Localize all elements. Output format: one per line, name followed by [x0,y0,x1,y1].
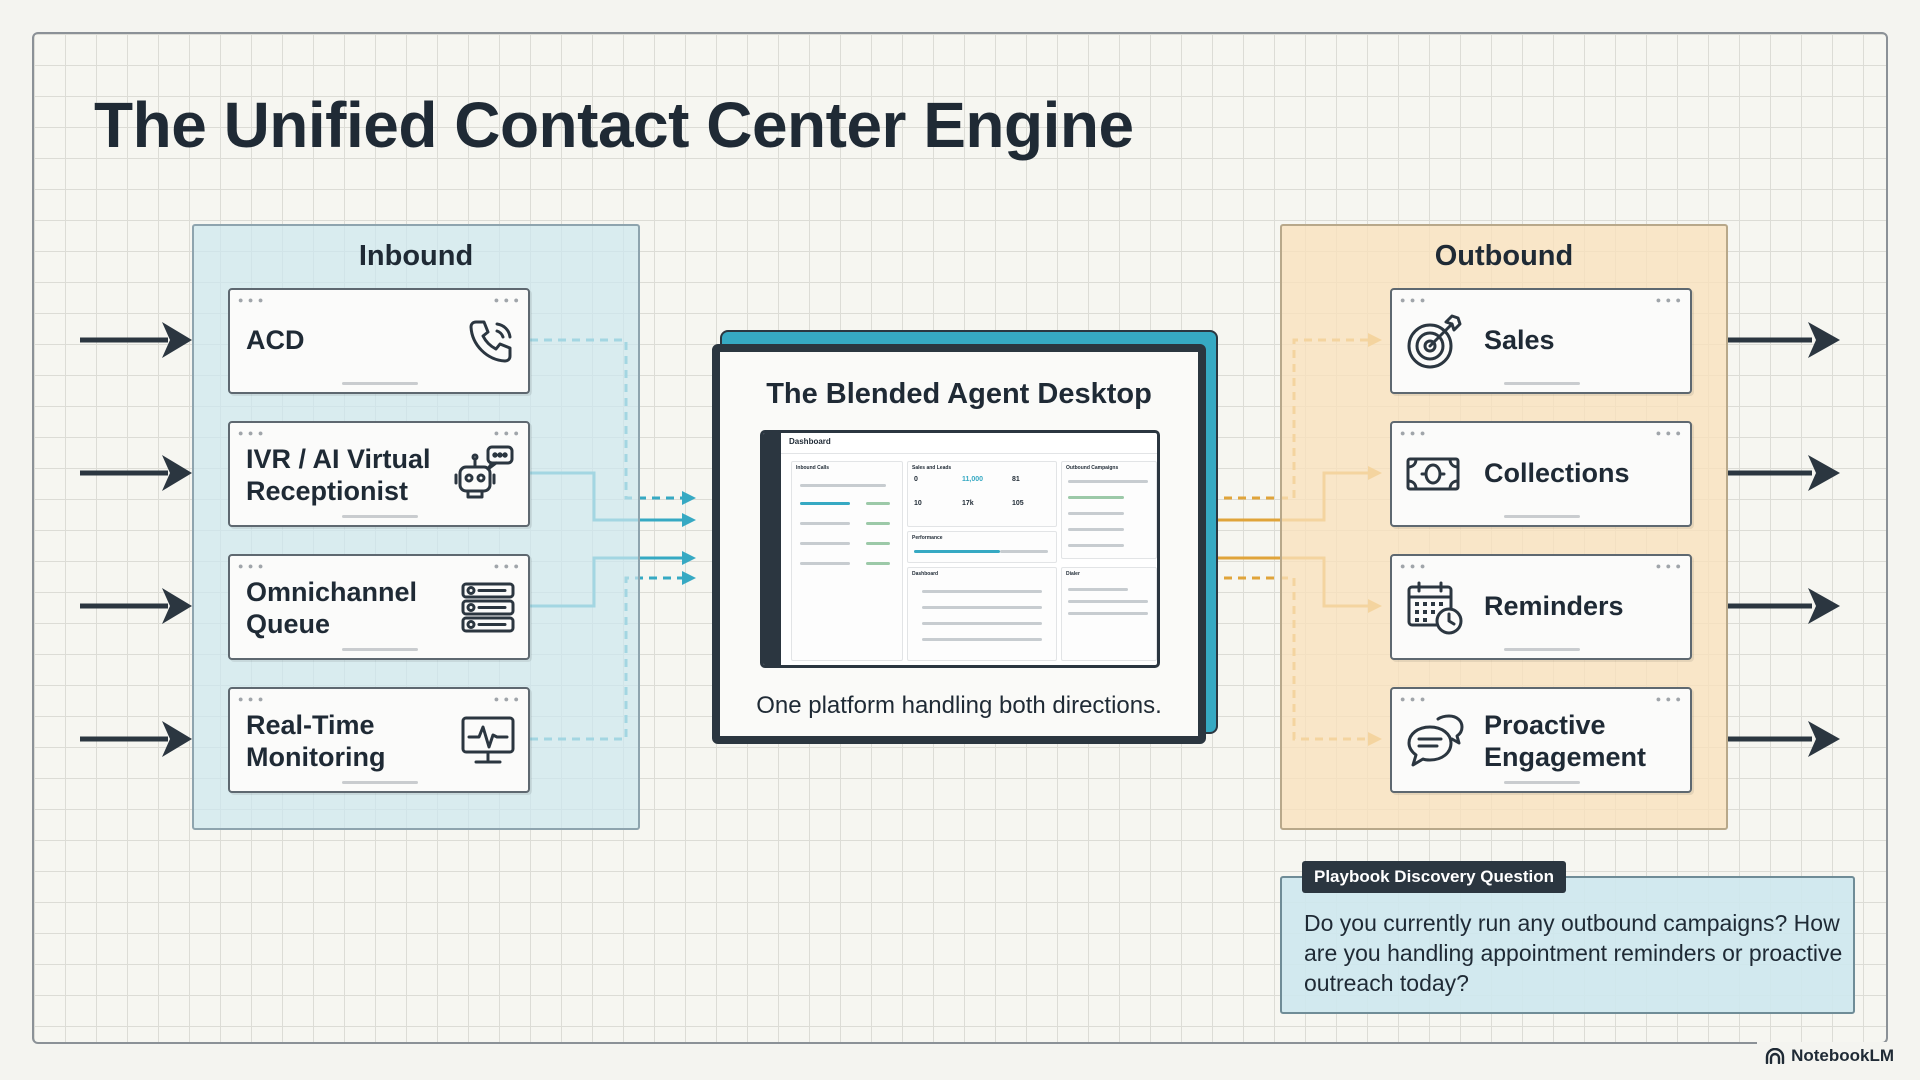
card-acd[interactable]: ● ● ●● ● ● ACD [228,288,530,394]
discovery-question-box: Do you currently run any outbound campai… [1280,876,1855,1014]
card-ivr[interactable]: ● ● ●● ● ● IVR / AI Virtual Receptionist [228,421,530,527]
mock-panel: Outbound Campaigns [1061,461,1157,559]
phone-icon [466,316,518,368]
page-title: The Unified Contact Center Engine [94,89,1134,161]
chat-bubbles-icon [1406,713,1464,771]
robot-chat-icon [454,443,516,505]
incoming-arrowheads [162,322,192,757]
discovery-question-text: Do you currently run any outbound campai… [1304,910,1843,996]
monitor-pulse-icon [460,715,516,767]
notebooklm-badge: NotebookLM [1757,1042,1902,1070]
mock-panel: Dialer [1061,567,1157,661]
card-label: Omnichannel Queue [246,577,418,639]
mock-topbar [781,433,1157,454]
outgoing-arrowheads [1808,322,1840,757]
card-omnichannel[interactable]: ● ● ●● ● ● Omnichannel Queue [228,554,530,660]
mock-panel: Inbound Calls [791,461,903,661]
card-label: Proactive Engagement [1484,710,1647,772]
outbound-title: Outbound [1434,240,1574,272]
outgoing-arrows [1728,337,1812,742]
card-label: ACD [246,325,305,355]
mock-panel: Performance [907,531,1057,563]
money-icon [1406,455,1462,495]
card-collections[interactable]: ● ● ●● ● ● Collections [1390,421,1692,527]
target-icon [1406,314,1462,370]
queue-list-icon [460,580,516,636]
incoming-arrows [80,337,168,742]
discovery-question-tag: Playbook Discovery Question [1302,861,1566,893]
card-label: Sales [1484,325,1555,355]
blended-agent-desktop: The Blended Agent Desktop Dashboard Inbo… [712,344,1206,744]
dashboard-mockup: Dashboard Inbound Calls Sales and Leads … [760,430,1160,668]
mock-sidebar [763,433,781,665]
card-label: Real-Time Monitoring [246,710,386,772]
inbound-title: Inbound [358,240,474,272]
center-caption: One platform handling both directions. [756,692,1162,719]
card-sales[interactable]: ● ● ●● ● ● Sales [1390,288,1692,394]
card-reminders[interactable]: ● ● ●● ● ● Reminders [1390,554,1692,660]
card-proactive-engagement[interactable]: ● ● ●● ● ● Proactive Engagement [1390,687,1692,793]
mock-header: Dashboard [789,437,831,446]
center-title: The Blended Agent Desktop [766,378,1152,410]
mock-panel: Sales and Leads 0 11,000 81 10 17k 105 [907,461,1057,527]
notebooklm-logo-icon [1765,1048,1785,1064]
mock-panel: Dashboard [907,567,1057,661]
card-label: IVR / AI Virtual Receptionist [246,444,431,506]
card-monitoring[interactable]: ● ● ●● ● ● Real-Time Monitoring [228,687,530,793]
calendar-clock-icon [1406,580,1464,636]
card-label: Reminders [1484,591,1624,621]
card-label: Collections [1484,458,1630,488]
brand-label: NotebookLM [1791,1046,1894,1065]
